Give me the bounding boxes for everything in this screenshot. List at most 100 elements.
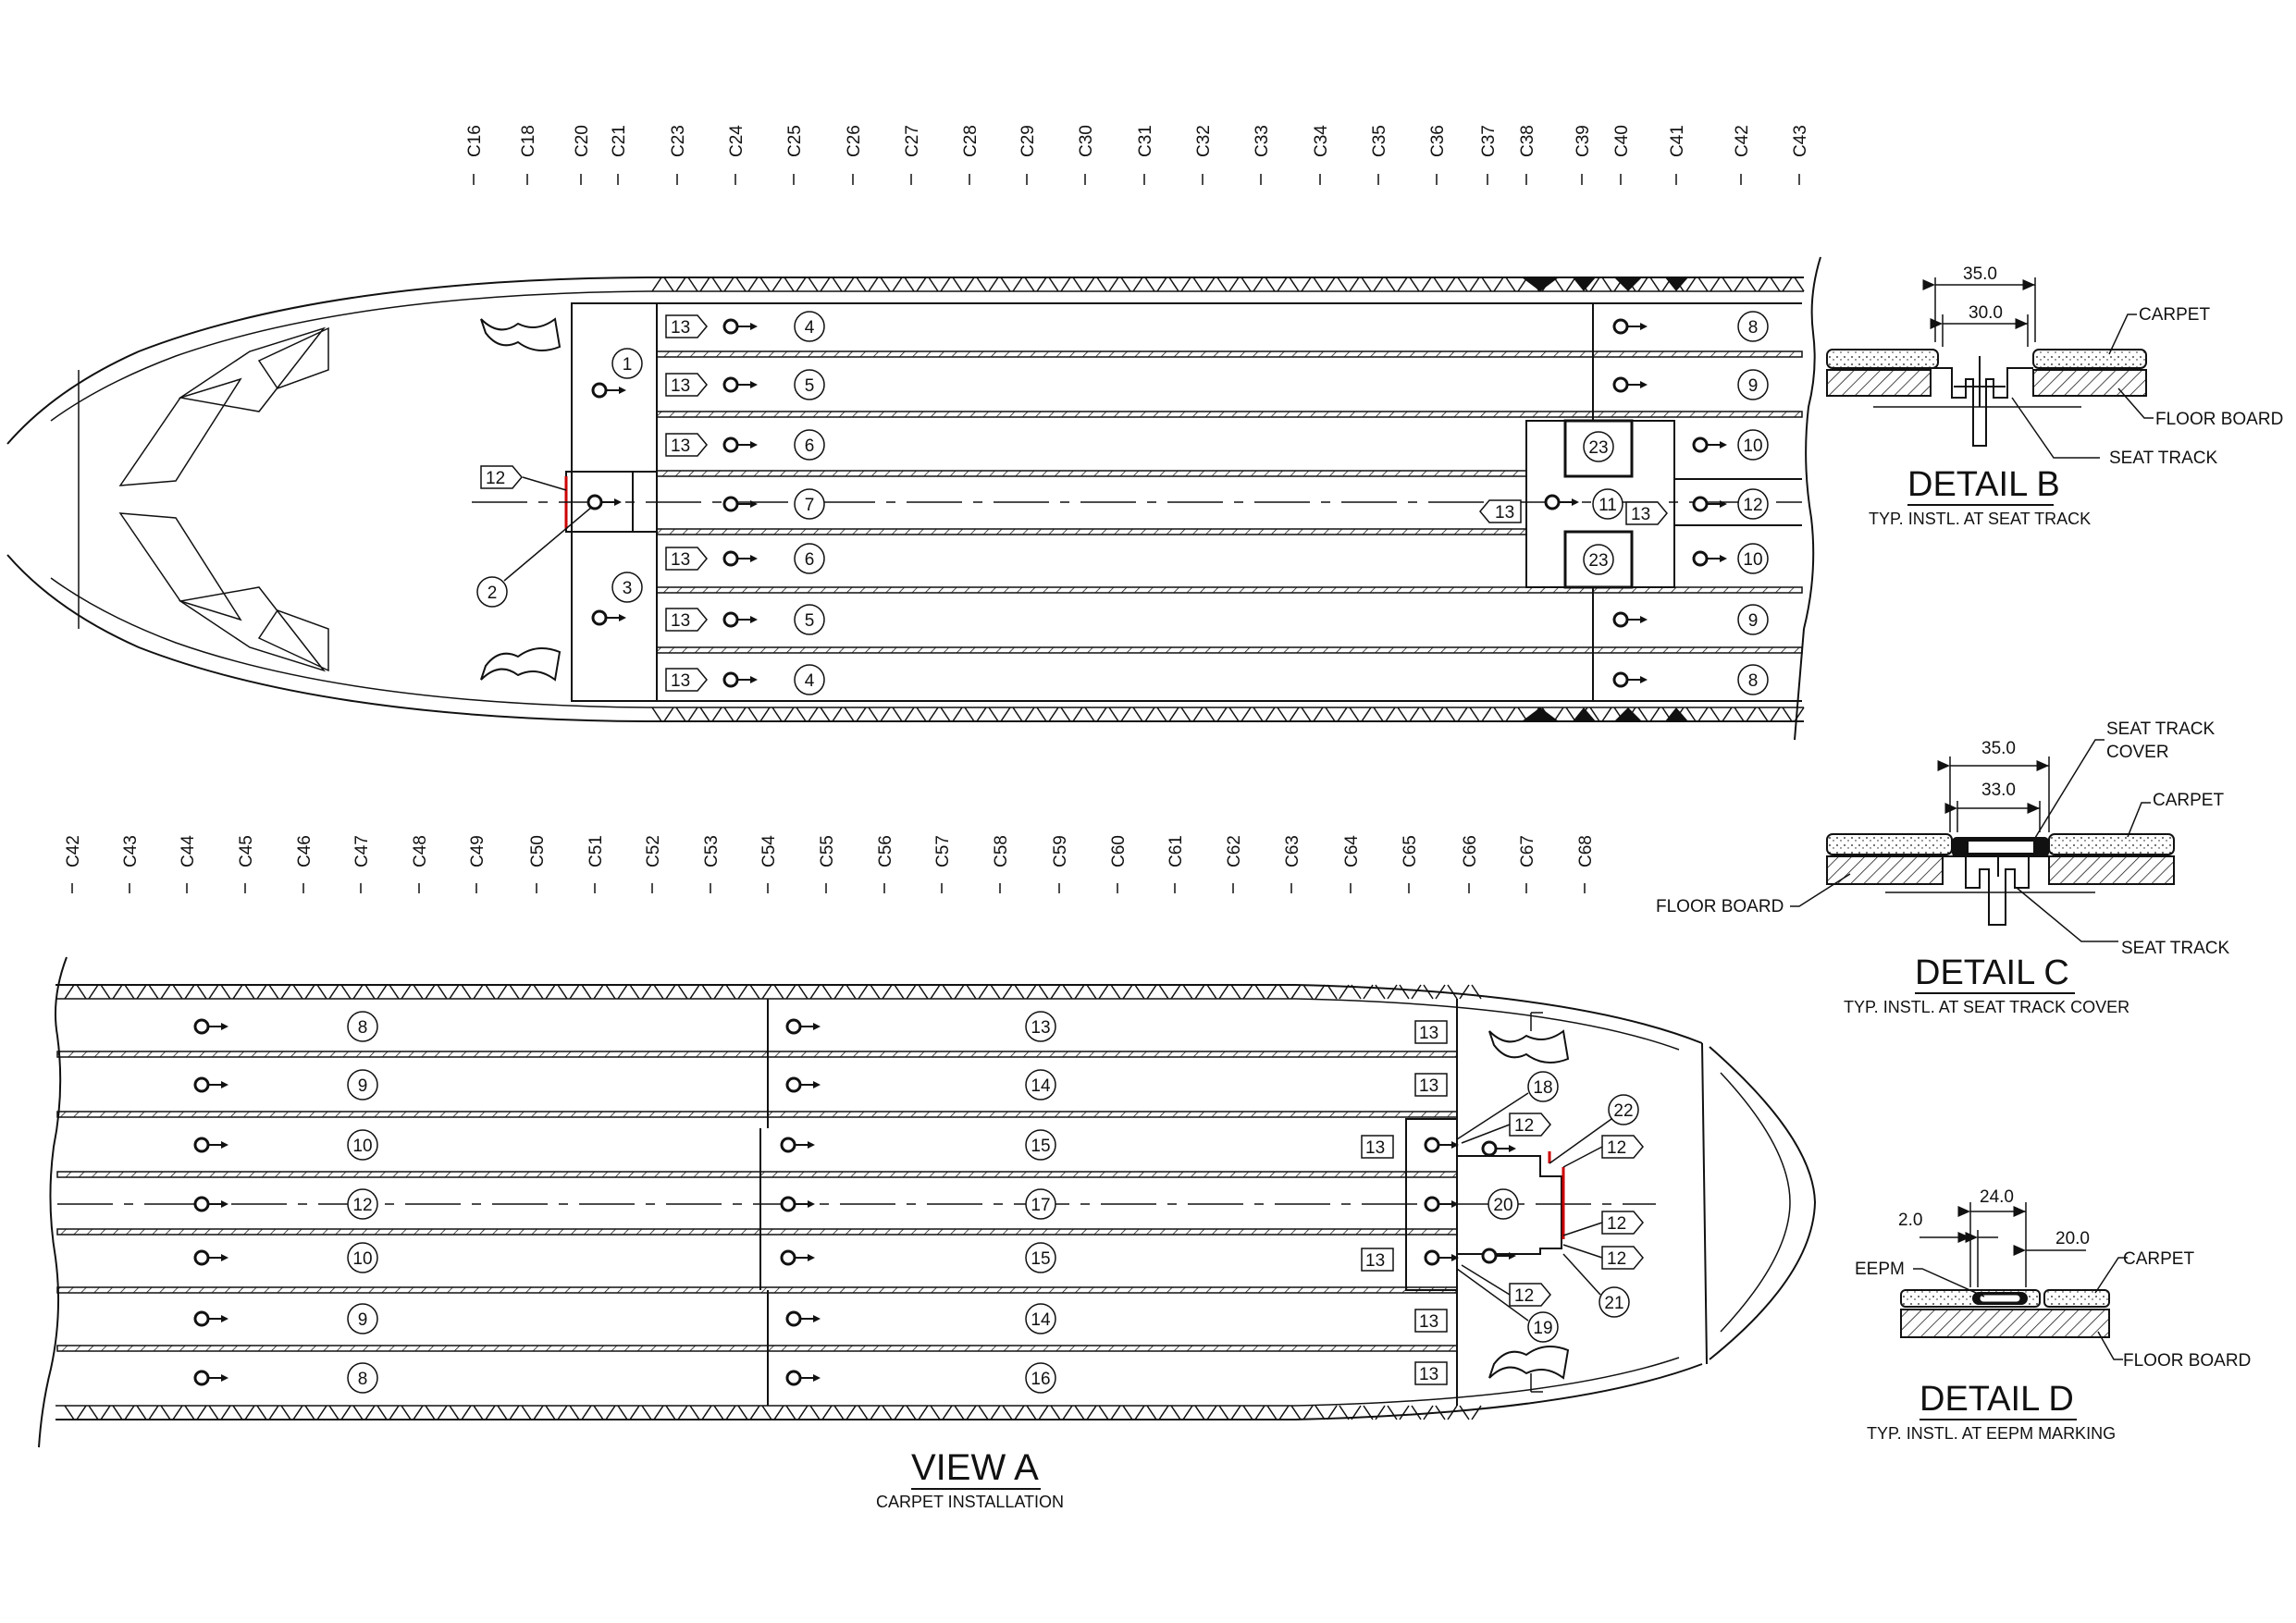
- frame-label-bottom: C54: [759, 835, 779, 867]
- frame-label-top: C30: [1077, 125, 1096, 157]
- strip-label-aft-fwd-text: 9: [358, 1076, 368, 1096]
- attach-point-icon: [193, 1137, 228, 1153]
- detail-d-carpet-label: CARPET: [2123, 1249, 2194, 1269]
- frame-label-bottom: C43: [121, 835, 141, 867]
- callout-flag-13-center-right-text: 13: [1631, 505, 1650, 524]
- strip-label-aft-fwd: 9: [347, 1303, 378, 1334]
- callout-22-text: 22: [1613, 1101, 1633, 1121]
- callout-18-text: 18: [1533, 1078, 1552, 1098]
- callout-flag-13-aft: 13: [1361, 1248, 1394, 1272]
- callout-flag-12-aft-text: 12: [1514, 1116, 1534, 1136]
- frame-label-bottom: C68: [1576, 835, 1596, 867]
- callout-flag-13-aft: 13: [1414, 1073, 1448, 1097]
- attach-point-icon: [780, 1137, 815, 1153]
- strip-label-fwd-text: 6: [805, 550, 815, 570]
- callout-flag-13: 13: [665, 547, 708, 571]
- strip-label-fwd-aft: 9: [1737, 369, 1769, 400]
- frame-label-bottom: C46: [295, 835, 315, 867]
- callout-flag-12-aft: 12: [1509, 1283, 1551, 1307]
- strip-label-aft-fwd: 8: [347, 1362, 378, 1394]
- cockpit-window: [118, 377, 242, 486]
- callout-flag-13-center-right: 13: [1625, 501, 1668, 525]
- attach-point-icon: [785, 1310, 821, 1327]
- callout-flag-13-aft-text: 13: [1419, 1024, 1438, 1043]
- detail-c-title: DETAIL C: [1915, 953, 2069, 992]
- attach-point-icon: [591, 609, 626, 626]
- strip-label-aft-fwd: 12: [347, 1188, 378, 1220]
- frame-label-top: C25: [785, 125, 805, 157]
- frame-label-top: C42: [1733, 125, 1752, 157]
- callout-flag-13: 13: [665, 608, 708, 632]
- strip-label-fwd: 4: [794, 311, 825, 342]
- callout-flag-13-text: 13: [671, 671, 690, 691]
- frame-label-top: C37: [1479, 125, 1499, 157]
- view-a-subtitle: CARPET INSTALLATION: [876, 1493, 1064, 1511]
- callout-flag-12-aft-text: 12: [1607, 1249, 1626, 1269]
- entry-label-2: 2: [476, 576, 508, 608]
- frame-label-top: C35: [1370, 125, 1389, 157]
- strip-label-aft: 15: [1025, 1242, 1056, 1273]
- frame-label-bottom: C59: [1051, 835, 1070, 867]
- detail-d-eepm-label: EEPM: [1855, 1260, 1905, 1279]
- strip-label-fwd-text: 4: [805, 671, 815, 691]
- attach-point-icon: [1424, 1249, 1459, 1266]
- callout-flag-12-fwd: 12: [480, 465, 523, 489]
- strip-label-fwd-aft-text: 12: [1743, 496, 1762, 515]
- attach-point-icon: [1612, 671, 1648, 688]
- frame-label-bottom: C58: [992, 835, 1011, 867]
- detail-b-dim-35: 35.0: [1963, 264, 1997, 284]
- attach-point-icon: [780, 1249, 815, 1266]
- strip-label-aft-text: 16: [1031, 1370, 1050, 1389]
- frame-label-top: C31: [1136, 125, 1155, 157]
- attach-point-icon: [1424, 1196, 1459, 1212]
- attach-point-icon: [722, 436, 758, 453]
- detail-d-dim-20: 20.0: [2055, 1229, 2090, 1248]
- callout-flag-12-aft-text: 12: [1607, 1138, 1626, 1158]
- frame-label-top: C32: [1194, 125, 1214, 157]
- strip-label-aft: 14: [1025, 1069, 1056, 1100]
- detail-c-floorboard-label: FLOOR BOARD: [1656, 897, 1784, 916]
- attach-point-icon: [1424, 1137, 1459, 1153]
- strip-label-fwd-aft-text: 10: [1743, 550, 1762, 570]
- cockpit-window: [179, 326, 327, 412]
- callout-flag-13-text: 13: [671, 611, 690, 631]
- attach-point-icon: [1612, 611, 1648, 628]
- frame-label-top: C24: [727, 125, 747, 157]
- strip-label-fwd-aft-text: 9: [1748, 611, 1759, 631]
- callout-flag-13: 13: [665, 433, 708, 457]
- callout-flag-13: 13: [665, 668, 708, 692]
- frame-label-top: C26: [845, 125, 864, 157]
- frame-label-bottom: C52: [644, 835, 663, 867]
- callout-flag-13: 13: [665, 314, 708, 338]
- frame-label-bottom: C45: [237, 835, 256, 867]
- entry-label-1: 1: [611, 348, 643, 379]
- galley-label-23: 23: [1583, 544, 1614, 575]
- frame-label-bottom: C42: [64, 835, 83, 867]
- frame-label-top: C29: [1018, 125, 1038, 157]
- frame-label-bottom: C65: [1401, 835, 1420, 867]
- entry-label-3-text: 3: [623, 579, 633, 598]
- door-forward-left: [480, 317, 562, 351]
- callout-flag-13-aft-text: 13: [1419, 1312, 1438, 1332]
- cockpit-window: [118, 512, 242, 621]
- callout-21: 21: [1599, 1286, 1630, 1318]
- strip-label-aft-fwd-text: 8: [358, 1018, 368, 1038]
- frame-label-bottom: C67: [1518, 835, 1537, 867]
- frame-label-bottom: C44: [179, 835, 198, 867]
- attach-point-icon: [193, 1076, 228, 1093]
- strip-label-fwd-aft-text: 9: [1748, 376, 1759, 396]
- strip-label-fwd-aft: 12: [1737, 488, 1769, 520]
- detail-d-dim-2: 2.0: [1898, 1211, 1922, 1230]
- frame-label-bottom: C62: [1225, 835, 1244, 867]
- entry-label-2-text: 2: [488, 584, 498, 603]
- strip-label-fwd: 5: [794, 604, 825, 635]
- strip-label-aft-fwd: 10: [347, 1129, 378, 1161]
- strip-label-fwd-aft: 8: [1737, 664, 1769, 695]
- callout-flag-13-text: 13: [671, 318, 690, 338]
- frame-label-top: C40: [1612, 125, 1632, 157]
- detail-b-floorboard-label: FLOOR BOARD: [2155, 410, 2283, 429]
- detail-d-title: DETAIL D: [1920, 1380, 2074, 1419]
- detail-d-dim-24: 24.0: [1980, 1187, 2014, 1207]
